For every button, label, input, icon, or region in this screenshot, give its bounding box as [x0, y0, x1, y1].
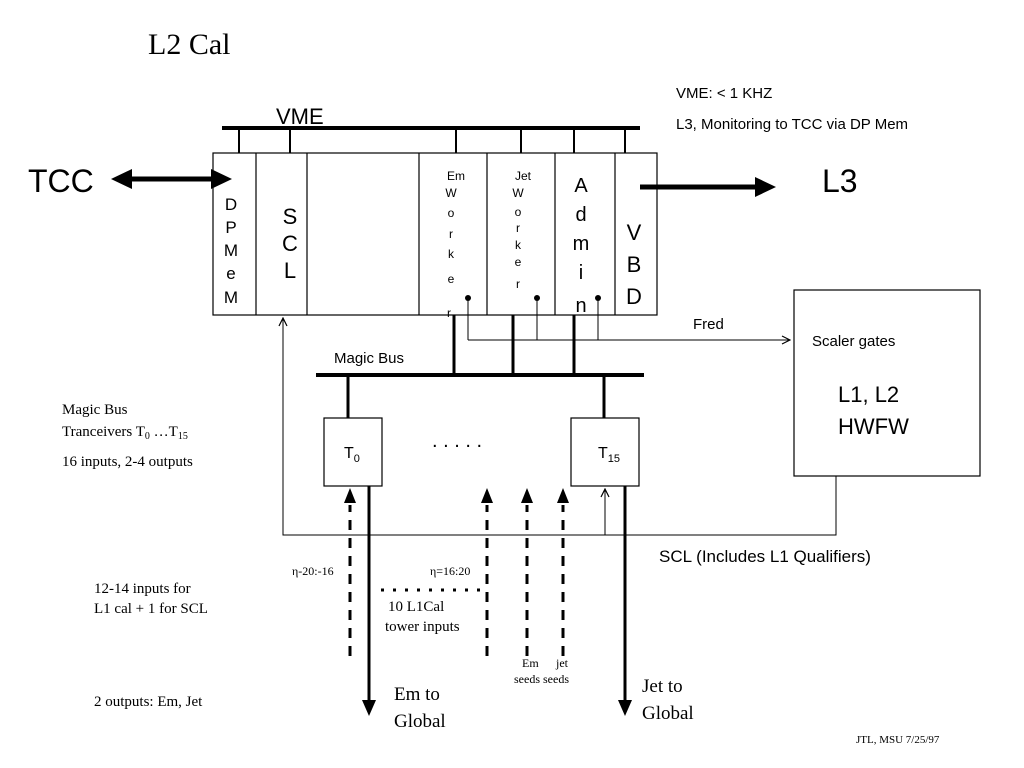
- jet-worker-card: Jet W o r k e r: [512, 169, 531, 291]
- svg-text:B: B: [627, 252, 642, 277]
- l3-monitoring-note: L3, Monitoring to TCC via DP Mem: [676, 116, 908, 133]
- hwfw-line1: L1, L2: [838, 382, 899, 407]
- vbd-card: V B D: [626, 220, 642, 309]
- svg-text:e: e: [226, 264, 235, 283]
- svg-text:i: i: [579, 262, 583, 284]
- tcc-double-arrow: [111, 169, 232, 189]
- svg-text:S: S: [283, 204, 298, 229]
- vme-connectors: [238, 128, 626, 153]
- dpmem-card: D P M e M: [224, 195, 238, 307]
- scl-card: S C L: [282, 204, 298, 283]
- svg-text:e: e: [448, 272, 455, 286]
- jet-seeds-label: jet: [555, 656, 569, 670]
- svg-text:d: d: [575, 204, 586, 226]
- em-seeds-label: Em: [522, 656, 539, 670]
- svg-text:W: W: [445, 186, 457, 200]
- svg-text:D: D: [225, 195, 237, 214]
- svg-text:C: C: [282, 231, 298, 256]
- svg-text:m: m: [573, 233, 590, 255]
- footer-credit: JTL, MSU 7/25/97: [856, 734, 940, 746]
- t15-label: T15: [598, 445, 620, 465]
- crate-dividers: [255, 153, 616, 315]
- magic-bus-drops: [346, 315, 606, 418]
- svg-text:k: k: [515, 238, 522, 252]
- svg-text:r: r: [447, 306, 451, 320]
- svg-text:Em: Em: [447, 169, 465, 183]
- fred-label: Fred: [693, 316, 724, 333]
- svg-text:L: L: [284, 258, 296, 283]
- svg-text:o: o: [515, 205, 522, 219]
- jet-to-global-1: Jet to: [642, 676, 683, 697]
- eta-right-label: η=16:20: [430, 564, 470, 578]
- svg-text:A: A: [574, 175, 588, 197]
- scaler-gates-label: Scaler gates: [812, 333, 895, 350]
- magic-bus-label: Magic Bus: [334, 350, 404, 367]
- l3-label: L3: [822, 163, 858, 199]
- svg-text:M: M: [224, 241, 238, 260]
- jet-output-arrow: [618, 486, 632, 716]
- svg-text:V: V: [627, 220, 642, 245]
- tcc-label: TCC: [28, 163, 94, 199]
- fred-tap-dots: [465, 295, 601, 301]
- page-title: L2 Cal: [148, 28, 231, 61]
- vme-label: VME: [276, 104, 324, 129]
- jet-to-global-2: Global: [642, 703, 694, 724]
- em-output-arrow: [362, 486, 376, 716]
- svg-text:r: r: [449, 227, 453, 241]
- svg-text:r: r: [516, 221, 520, 235]
- svg-text:W: W: [512, 186, 524, 200]
- dots-ellipsis: . . . . .: [432, 430, 482, 452]
- dashed-inputs: [348, 505, 565, 656]
- admin-card: A d m i n: [573, 175, 590, 317]
- vme-rate-note: VME: < 1 KHZ: [676, 85, 772, 102]
- left-note-tranceivers: Tranceivers T0 …T15: [62, 424, 188, 442]
- left-note-outputs: 2 outputs: Em, Jet: [94, 694, 203, 710]
- left-note-inputs-1: 12-14 inputs for: [94, 581, 191, 597]
- left-note-inputs-outputs: 16 inputs, 2-4 outputs: [62, 454, 193, 470]
- svg-text:r: r: [516, 277, 520, 291]
- svg-text:o: o: [448, 206, 455, 220]
- t0-box: [323, 417, 383, 487]
- svg-text:k: k: [448, 247, 455, 261]
- hwfw-line2: HWFW: [838, 414, 909, 439]
- svg-text:e: e: [515, 255, 522, 269]
- t15-box: [570, 417, 640, 487]
- svg-text:Jet: Jet: [515, 169, 532, 183]
- svg-text:D: D: [626, 284, 642, 309]
- l1cal-label-2: tower inputs: [385, 619, 460, 635]
- svg-text:n: n: [575, 295, 586, 317]
- svg-text:P: P: [225, 218, 236, 237]
- dashed-input-arrowheads: [344, 488, 569, 503]
- em-to-global-2: Global: [394, 711, 446, 732]
- left-note-magic-bus: Magic Bus: [62, 402, 128, 418]
- eta-left-label: η-20:-16: [292, 564, 334, 578]
- l3-arrow: [640, 177, 776, 197]
- t0-label: T0: [344, 445, 360, 465]
- em-worker-card: Em W o r k e r: [445, 169, 465, 320]
- scl-loop-line: [283, 318, 837, 536]
- hwfw-box: [793, 289, 981, 477]
- scl-includes-label: SCL (Includes L1 Qualifiers): [659, 547, 871, 566]
- seeds-label: seeds seeds: [514, 672, 569, 686]
- em-to-global-1: Em to: [394, 684, 440, 705]
- fred-taps: [467, 298, 599, 340]
- vme-crate: [212, 152, 658, 316]
- l1cal-label-1: 10 L1Cal: [388, 599, 444, 615]
- svg-text:M: M: [224, 288, 238, 307]
- left-note-inputs-2: L1 cal + 1 for SCL: [94, 601, 208, 617]
